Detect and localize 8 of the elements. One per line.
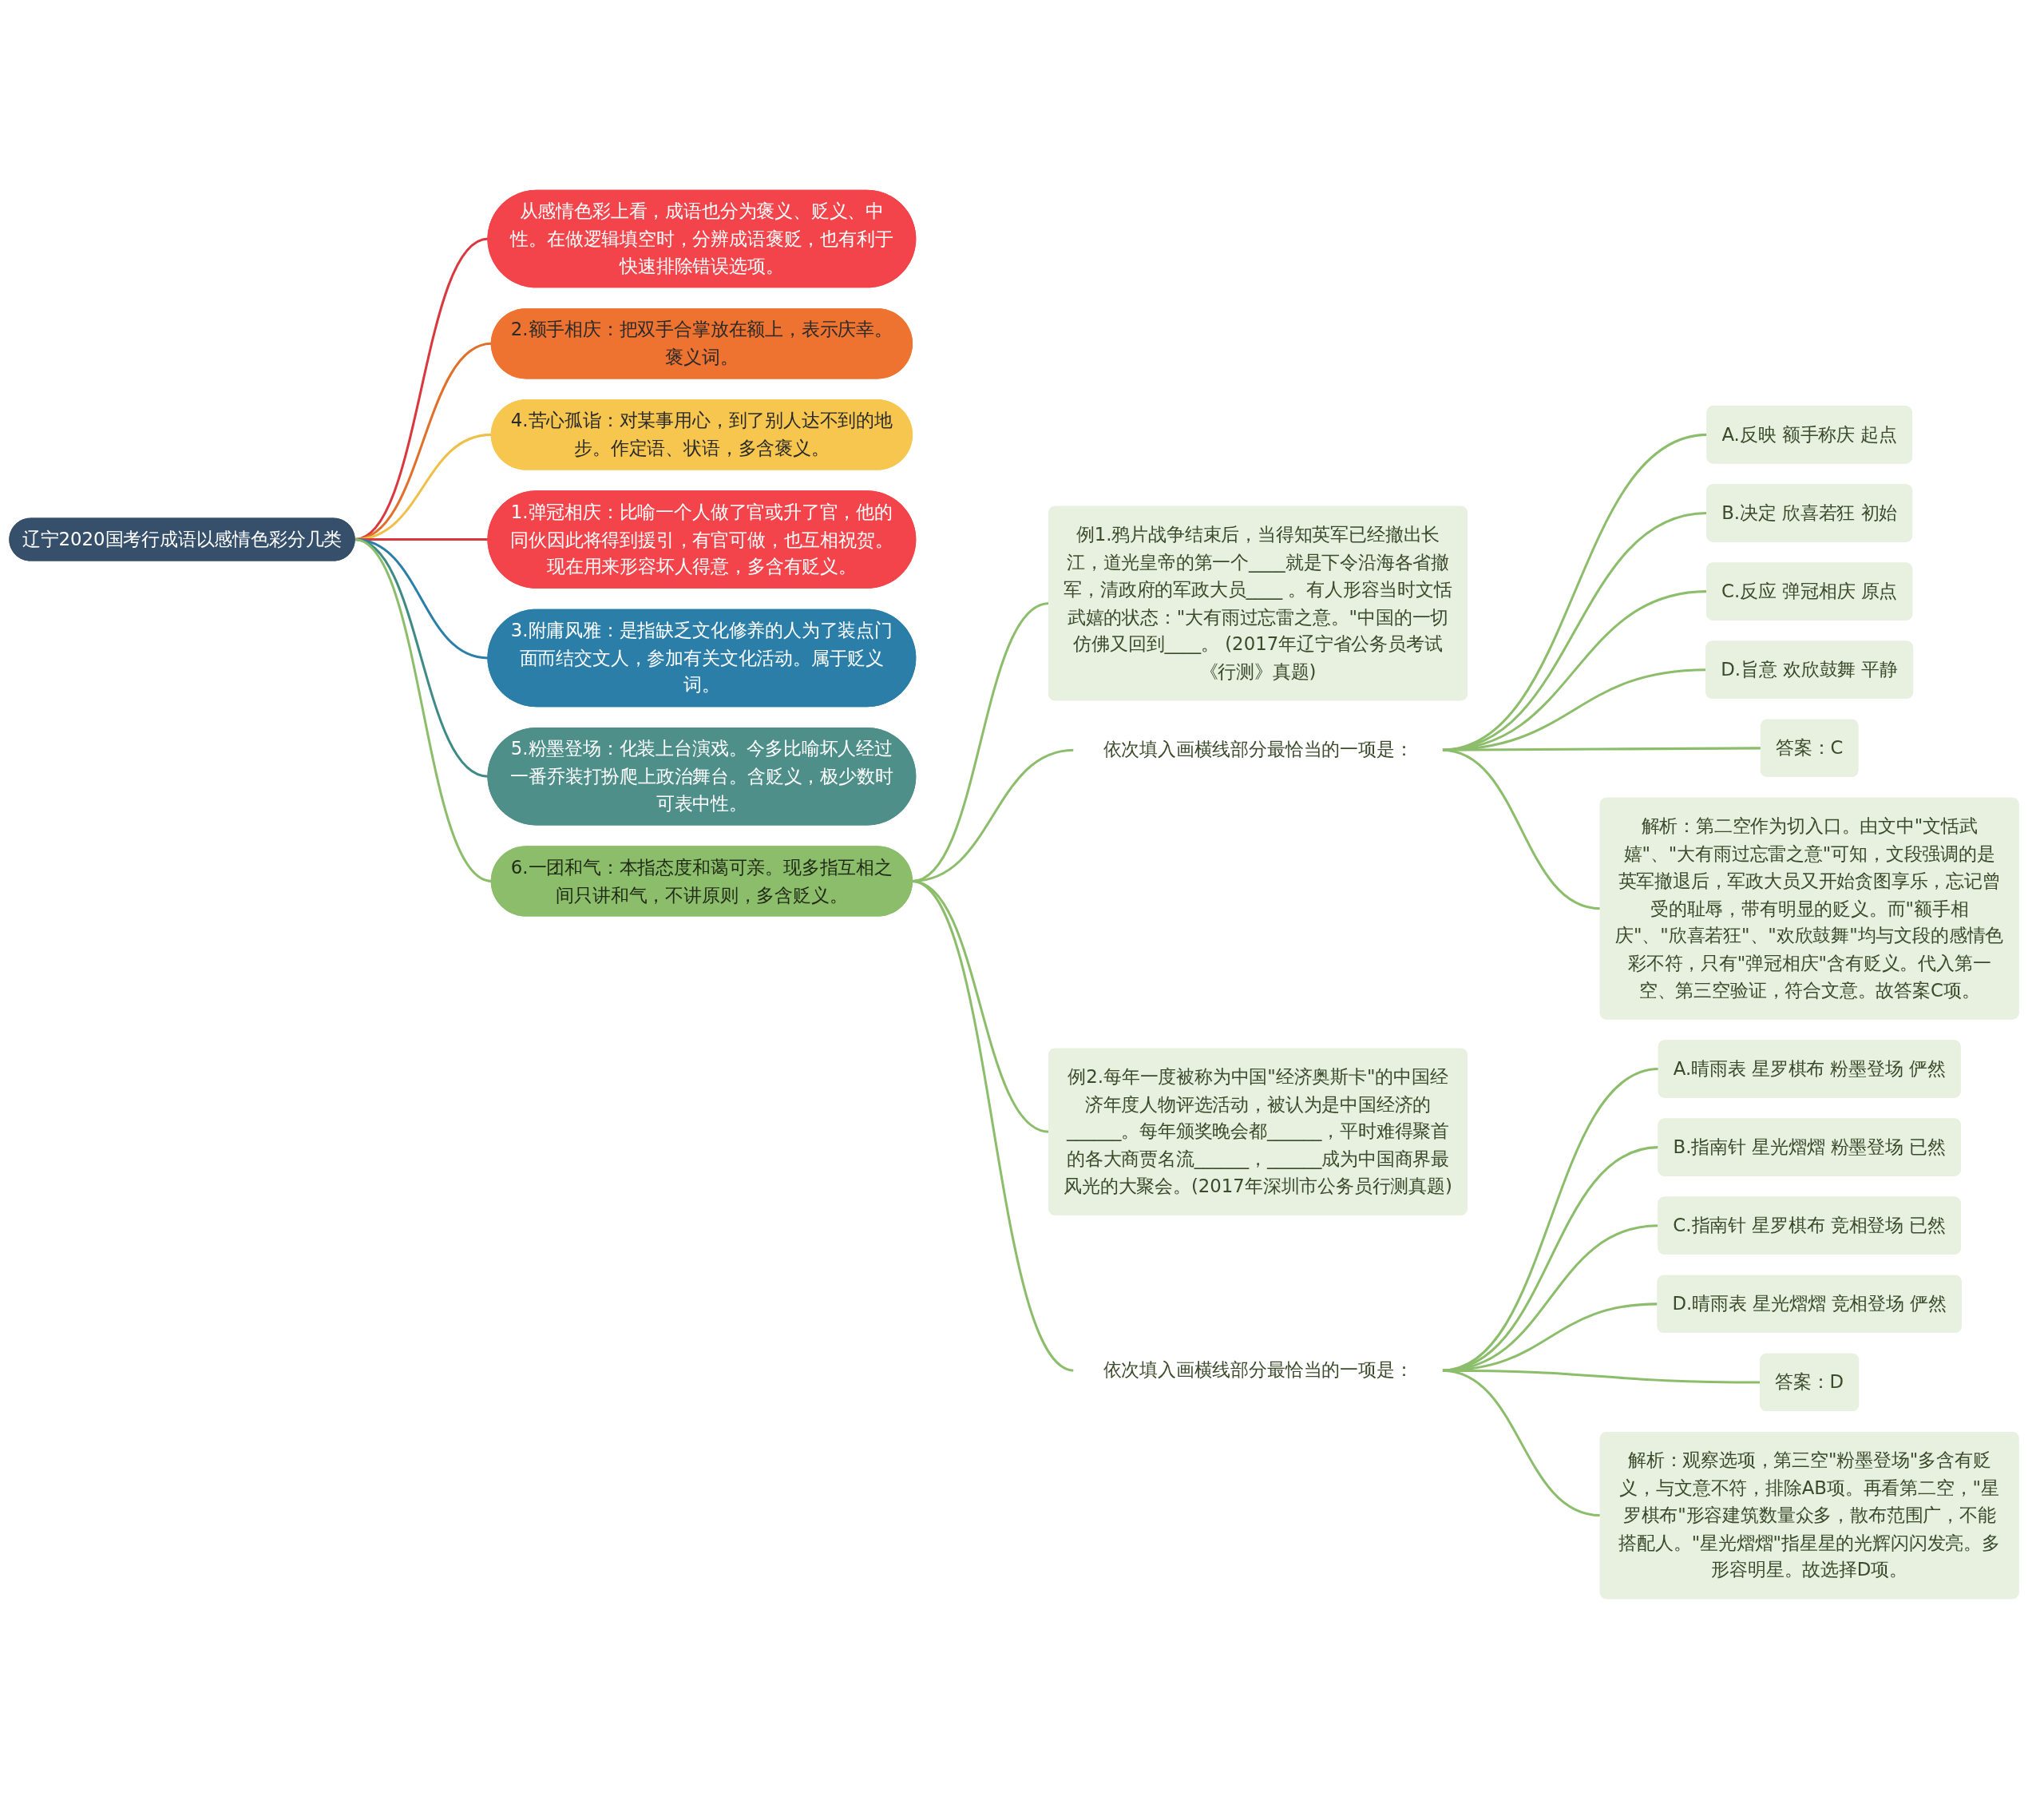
connector [354,538,493,882]
node-text: 依次填入画横线部分最恰当的一项是： [1103,1359,1413,1382]
connector [1441,1146,1659,1372]
connector [1441,1068,1659,1372]
connector [1441,748,1601,910]
connector [1441,433,1708,751]
connector [1441,1369,1601,1517]
node-text: 依次填入画横线部分最恰当的一项是： [1103,739,1413,761]
